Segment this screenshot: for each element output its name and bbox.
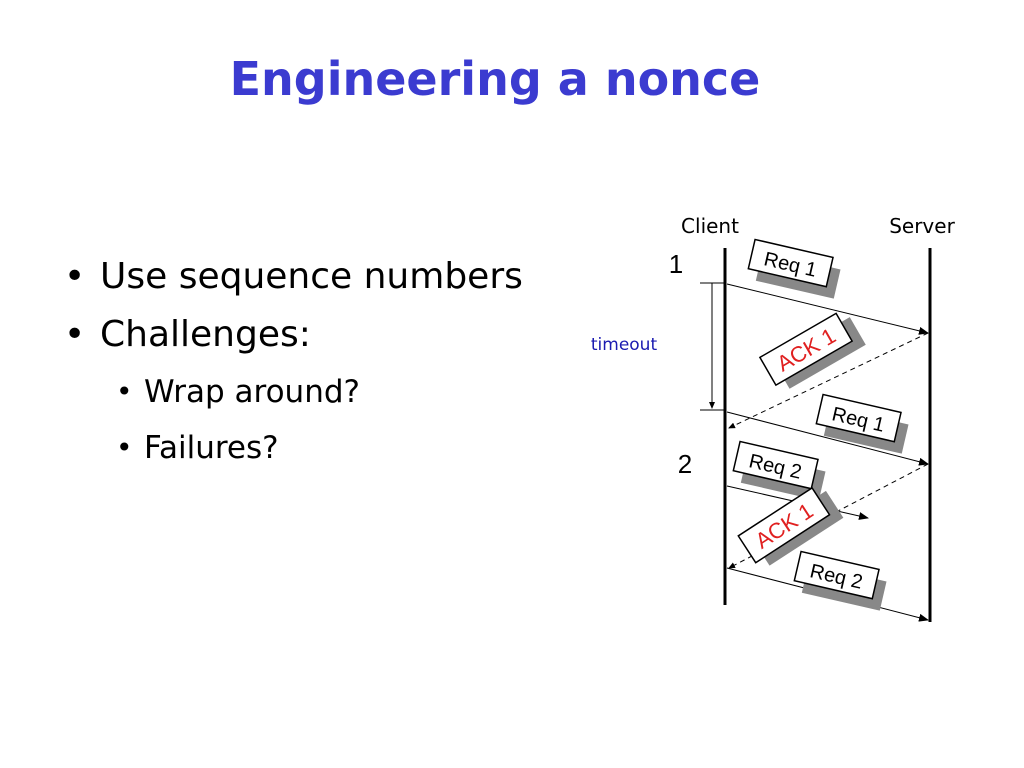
slide-title: Engineering a nonce (229, 52, 761, 106)
req1-message-box: Req 1 (747, 238, 841, 299)
sequence-number-2: 2 (678, 449, 692, 479)
ack1-arrow-lost (728, 332, 929, 429)
req1-arrow (726, 283, 929, 335)
bullet-text: Challenges: (100, 314, 311, 355)
server-label: Server (889, 214, 955, 238)
sub-bullet-text: Wrap around? (144, 374, 360, 410)
bullet-item: • Challenges: (64, 306, 523, 364)
bullet-item: • Use sequence numbers (64, 248, 523, 306)
bullet-dot-icon: • (116, 431, 133, 464)
ack1-message-box: ACK 1 (758, 312, 866, 389)
req1-retransmit-arrow (726, 411, 929, 466)
sub-bullet-item: • Wrap around? (116, 364, 523, 420)
timeout-label: timeout (591, 335, 658, 355)
req1-retransmit-box: Req 1 (815, 393, 909, 454)
sequence-number-1: 1 (669, 249, 683, 279)
bullet-list: • Use sequence numbers • Challenges: • W… (64, 248, 523, 476)
req2-retransmit-box: Req 2 (793, 550, 887, 611)
bullet-text: Use sequence numbers (100, 256, 523, 297)
sub-bullet-item: • Failures? (116, 420, 523, 476)
req2-message-box: Req 2 (732, 440, 826, 501)
client-label: Client (681, 214, 739, 238)
bullet-dot-icon: • (64, 314, 86, 355)
sub-bullet-text: Failures? (144, 430, 279, 466)
bullet-dot-icon: • (64, 256, 86, 297)
bullet-dot-icon: • (116, 375, 133, 408)
